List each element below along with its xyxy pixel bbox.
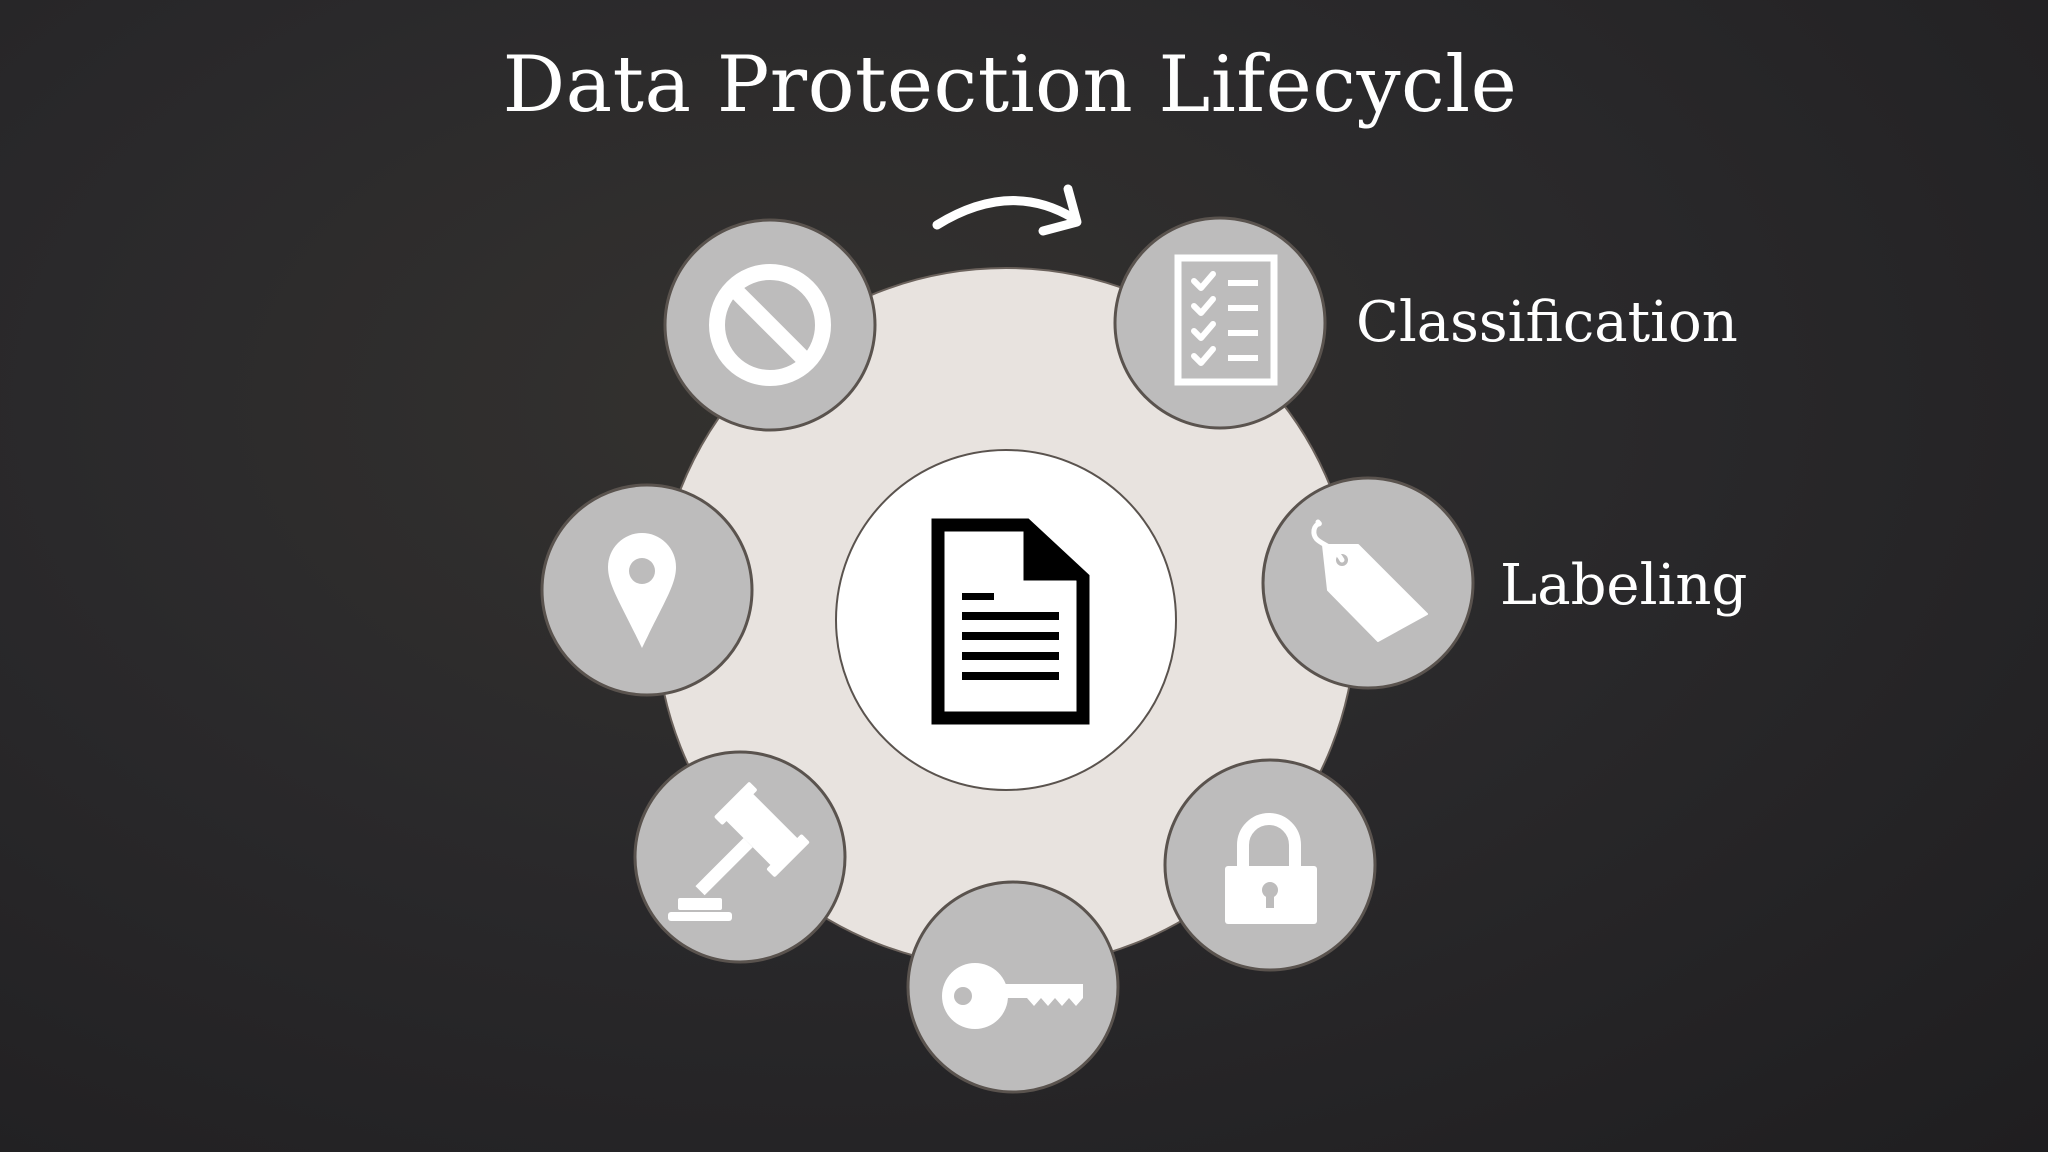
stage-node-location[interactable] — [540, 483, 754, 697]
stage-node-labeling[interactable] — [1261, 476, 1475, 690]
checklist-icon — [1174, 254, 1278, 386]
map-pin-icon — [608, 533, 676, 648]
padlock-icon — [1225, 813, 1317, 924]
tag-icon — [1311, 519, 1428, 642]
stage-node-classification[interactable] — [1113, 216, 1327, 430]
stage-label-labeling: Labeling — [1500, 553, 1748, 618]
document-icon — [931, 518, 1090, 725]
stage-node-prevention[interactable] — [663, 218, 877, 432]
stage-node-legal[interactable] — [633, 750, 847, 964]
slide-title: Data Protection Lifecycle — [502, 40, 1518, 130]
gavel-icon — [668, 782, 810, 921]
stage-label-classification: Classification — [1356, 290, 1738, 355]
prohibited-icon — [709, 264, 831, 386]
stage-node-encryption[interactable] — [1163, 758, 1377, 972]
cycle-direction-arrow — [932, 184, 1082, 236]
key-icon — [942, 963, 1083, 1029]
center-node — [835, 449, 1177, 791]
stage-node-access[interactable] — [906, 880, 1120, 1094]
